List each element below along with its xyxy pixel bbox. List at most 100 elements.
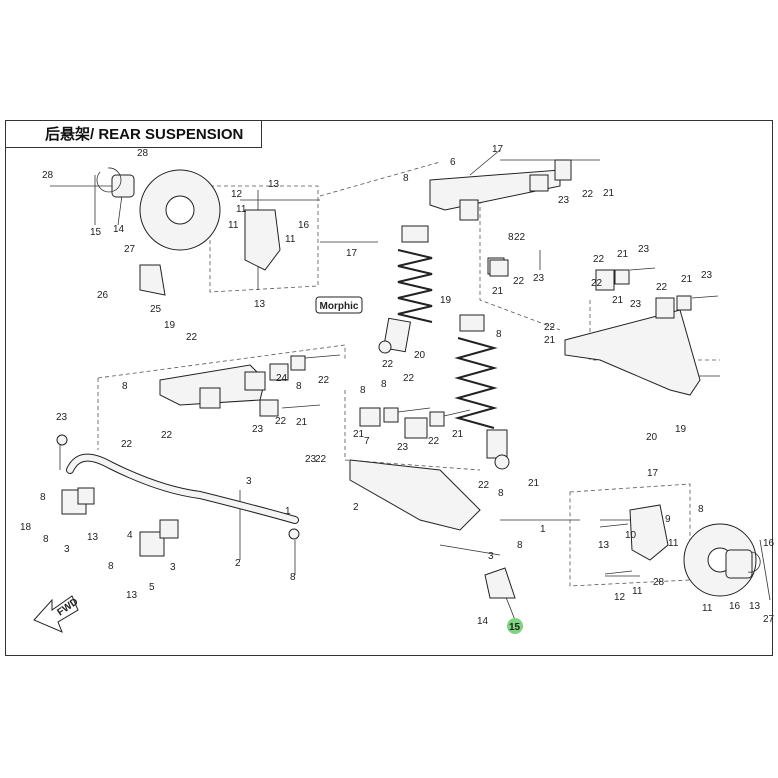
part-number-label: 24 <box>276 373 288 384</box>
part-number-label: 22 <box>161 430 173 441</box>
part-number-label: 2 <box>353 502 359 513</box>
part-number-label: 16 <box>729 601 741 612</box>
bushing <box>269 363 289 381</box>
part-number-label: 23 <box>701 270 713 281</box>
lower-arm-center <box>349 459 481 531</box>
bolt <box>304 354 341 359</box>
washer <box>614 269 630 285</box>
part-number-label: 8 <box>508 232 514 243</box>
washer <box>676 295 692 311</box>
part-number-label: 19 <box>675 424 687 435</box>
part-number-label: 3 <box>64 544 70 555</box>
part-number-label: 21 <box>612 295 624 306</box>
part-number-label: 8 <box>403 173 409 184</box>
part-number-label: 25 <box>150 304 162 315</box>
bolt <box>604 570 633 575</box>
part-number-label: 17 <box>492 144 504 155</box>
dash-guide <box>319 161 441 197</box>
bolt <box>281 404 321 409</box>
part-number-label: 10 <box>625 530 637 541</box>
bushing <box>359 407 381 427</box>
part-number-label: 21 <box>353 429 365 440</box>
part-number-label: 8 <box>290 572 296 583</box>
part-number-label: 19 <box>440 295 452 306</box>
part-number-label: 23 <box>533 273 545 284</box>
part-number-label: 21 <box>492 286 504 297</box>
part-number-label: 12 <box>231 189 243 200</box>
part-number-label: 21 <box>544 335 556 346</box>
part-number-label: 3 <box>170 562 176 573</box>
brake-disc-left <box>139 169 221 251</box>
part-number-label: 17 <box>647 468 659 479</box>
part-number-label: 6 <box>450 157 456 168</box>
bushing <box>459 199 479 221</box>
part-number-label: 13 <box>749 601 761 612</box>
part-number-label: 8 <box>517 540 523 551</box>
bushing <box>259 399 279 417</box>
part-number-label: 3 <box>246 476 252 487</box>
bushing <box>199 387 221 409</box>
circlip-right <box>747 551 761 573</box>
part-number-label: 21 <box>603 188 615 199</box>
bracket-right <box>484 567 516 599</box>
part-number-label: 23 <box>397 442 409 453</box>
part-number-label: 22 <box>382 359 394 370</box>
part-number-label: 13 <box>254 299 266 310</box>
fwd-arrow-icon: FWD <box>33 595 80 633</box>
part-number-label: 22 <box>121 439 133 450</box>
part-number-label: 22 <box>186 332 198 343</box>
part-number-label: 9 <box>665 514 671 525</box>
part-number-label: 1 <box>285 506 291 517</box>
part-number-label: 22 <box>593 254 605 265</box>
a-arm-right <box>564 309 701 396</box>
bushing-stabilizer <box>159 519 179 539</box>
part-number-label: 13 <box>87 532 99 543</box>
part-number-label: 8 <box>381 379 387 390</box>
part-number-label: 23 <box>630 299 642 310</box>
bolt <box>443 409 471 417</box>
part-number-label: 11 <box>285 234 296 245</box>
washer <box>290 355 306 371</box>
bracket-left <box>139 264 166 296</box>
hub-group-box-right <box>569 483 691 587</box>
part-number-label: 23 <box>305 454 317 465</box>
part-number-label: 13 <box>598 540 610 551</box>
part-number-label: 27 <box>124 244 136 255</box>
part-number-label: 11 <box>702 603 713 614</box>
bushing <box>655 297 675 319</box>
part-number-label: 17 <box>346 248 358 259</box>
dash-guide <box>479 200 561 331</box>
bolt <box>599 523 629 528</box>
part-number-label: 21 <box>528 478 540 489</box>
part-number-label: 8 <box>496 329 502 340</box>
dash-guide <box>589 300 720 361</box>
part-number-label: 28 <box>137 148 149 159</box>
part-number-label: 16 <box>763 538 775 549</box>
part-number-label: 20 <box>646 432 658 443</box>
bushing <box>244 371 266 391</box>
part-number-label: 5 <box>149 582 155 593</box>
part-number-label: 22 <box>544 322 556 333</box>
part-number-label: 8 <box>498 488 504 499</box>
part-labels: 28 28 14 15 12 13 11 11 16 11 27 13 26 2… <box>20 144 775 633</box>
part-number-label: 3 <box>488 551 494 562</box>
part-number-label: 1 <box>540 524 546 535</box>
part-number-label: 23 <box>558 195 570 206</box>
shock-absorber-2 <box>454 314 510 470</box>
part-number-label: 18 <box>20 522 32 533</box>
circlip-left <box>96 167 122 193</box>
part-number-label: 14 <box>477 616 489 627</box>
part-number-label: 13 <box>126 590 138 601</box>
part-number-label: 4 <box>127 530 133 541</box>
shock-absorber-1 <box>378 225 433 354</box>
bolt <box>691 295 719 299</box>
part-number-label: 11 <box>236 204 247 215</box>
part-number-label: 8 <box>698 504 704 515</box>
part-number-label: 8 <box>360 385 366 396</box>
diagram-title: 后悬架/ REAR SUSPENSION <box>5 120 262 148</box>
part-number-label: 16 <box>298 220 310 231</box>
part-number-label: 23 <box>56 412 68 423</box>
brand-label: Morphic <box>320 301 359 312</box>
bolt <box>629 267 656 271</box>
